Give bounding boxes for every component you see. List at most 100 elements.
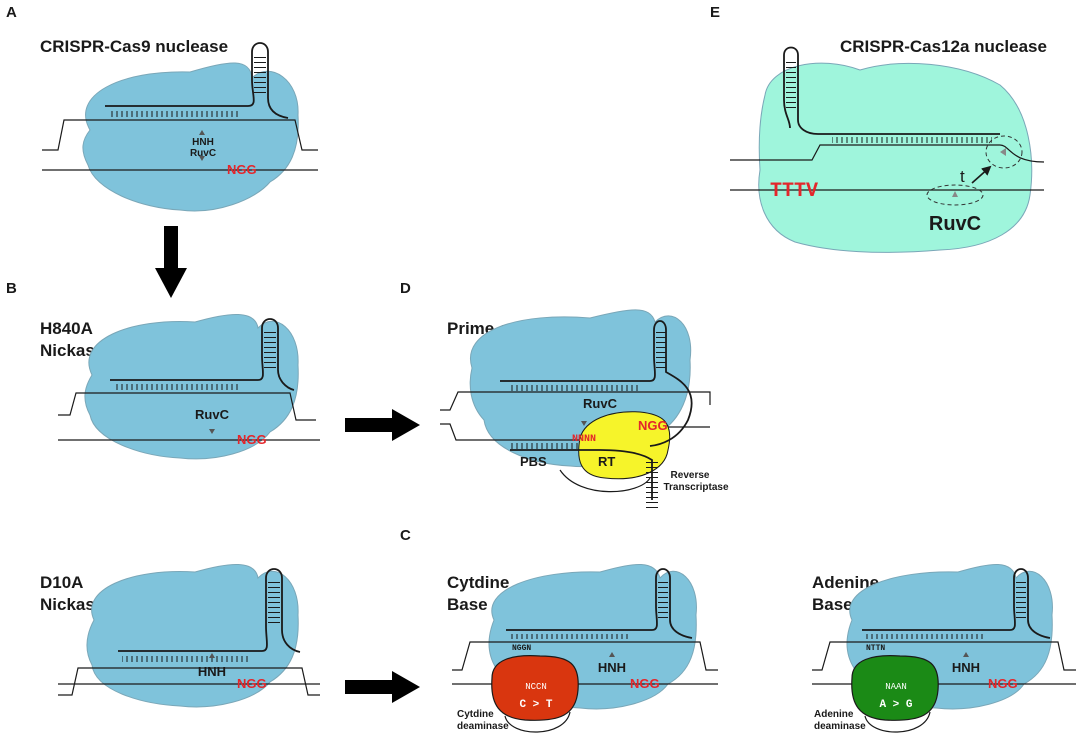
cas12a-guide-ticks [832,137,992,143]
panel-a: A CRISPR-Cas9 nuclease HNH RuvC NGG [6,4,318,212]
d10a-title-line1: D10A [40,573,83,592]
hnh-label: HNH [192,137,214,148]
cas12a-dna-top [730,144,1045,163]
ruvc-label: RuvC [190,148,216,159]
pbs-ticks [510,443,580,449]
panel-a-title: CRISPR-Cas9 nuclease [40,37,228,56]
d10a-pam-label: NGG [237,676,267,691]
dna-non-target-strand [42,119,318,151]
pam-label: NGG [227,162,257,177]
panel-b-d10a: D10A Nickase HNH NGG [40,563,320,708]
arrow-a-to-b [155,226,187,298]
cbe-pam-label: NGG [630,676,660,691]
d10a-sgrna [118,568,301,653]
panel-e-title: CRISPR-Cas12a nuclease [840,37,1047,56]
cbe-dna-top [452,641,718,671]
reverse-transcriptase [578,411,671,480]
h840a-cut-marker [209,429,215,434]
h840a-sgrna [110,318,295,391]
pe-pam-label: NGG [638,418,668,433]
cas9-protein-blob [82,62,299,212]
panel-b: B H840A Nickase RuvC NGG [6,280,320,460]
panel-letter-e: E [710,4,720,21]
abe-hnh-label: HNH [952,660,980,675]
panel-e: E CRISPR-Cas12a nuclease t RuvC TTTV [710,4,1047,253]
abe-sgrna [862,568,1051,639]
cas12a-protein-blob [758,62,1033,253]
pbs-label: PBS [520,454,547,469]
abe-enzyme-line1: Adenine [814,709,854,720]
panel-letter-a: A [6,4,17,21]
abe-hairpin [1016,580,1026,618]
cbe-title-line1: Cytdine [447,573,509,592]
panel-c-cbe: C Cytdine Base editor NGGN HNH NGG NCCN … [400,527,718,733]
h840a-title-line2: Nickase [40,341,104,360]
h840a-dna-top [58,392,316,421]
abe-title-line1: Adenine [812,573,879,592]
arrow-d10a-to-c [345,671,420,703]
arrow-b-to-d [345,409,420,441]
cbe-guide-ticks [508,634,628,639]
d10a-hnh-label: HNH [198,664,226,679]
crrna-hairpin [786,60,796,112]
d10a-title-line2: Nickase [40,595,104,614]
h840a-title-line1: H840A [40,319,93,338]
guide-base-pairing [110,111,240,117]
cbe-hnh-label: HNH [598,660,626,675]
pe-ruvc-label: RuvC [583,396,618,411]
pe-linker [559,469,651,493]
pegrna-3p-hairpin [646,462,658,510]
panel-letter-c: C [400,527,411,544]
abe-pam-label: NGG [988,676,1018,691]
pe-cut-marker [581,421,587,426]
hnh-cut-marker [199,130,205,135]
abe-window: NTTN [866,644,885,653]
cytidine-deaminase [491,655,579,721]
cbe-linker [504,711,571,733]
abe-cut-marker [963,652,969,657]
translocation-label: t [960,167,965,186]
cbe-enzyme-line2: deaminase [457,721,509,732]
ruvc-cut-marker [199,156,205,161]
panel-d: D Prime editor RuvC NNNN NGG PBS RT Reve… [400,280,729,510]
cas12a-pam-label: TTTV [770,180,818,203]
panel-letter-b: B [6,280,17,297]
panel-c-abe: Adenine Base editor NTTN HNH NGG NAAN A … [812,563,1076,733]
d10a-protein-blob [86,563,299,708]
abe-guide-ticks [864,634,984,639]
cbe-edit: C > T [519,699,552,711]
cbe-hairpin [658,580,668,618]
cbe-sgrna [506,568,693,639]
rt-label: RT [598,454,615,469]
h840a-hairpin [264,330,276,368]
h840a-ruvc-label: RuvC [195,407,230,422]
h840a-guide-ticks [116,384,240,390]
adenine-deaminase [851,655,939,721]
rt-long-label-line1: Reverse [671,470,710,481]
abe-linker [864,711,931,733]
pe-guide-ticks [508,385,638,391]
cbe-cut-marker [609,652,615,657]
crrna [783,46,1000,135]
pe-dna-top [440,391,711,411]
translocation-arrow [971,165,992,184]
cas12a-ruvc-label: RuvC [929,213,981,235]
pegrna-hairpin [656,332,666,370]
cbe-motif: NCCN [525,682,547,692]
abe-enzyme-line2: deaminase [814,721,866,732]
cas12a-top-cleavage-ellipse [985,135,1023,169]
cbe-window: NGGN [512,644,531,653]
pegrna-extension [510,449,653,500]
pe-nick-seq: NNNN [572,434,596,445]
sgrna-hairpin [254,54,266,94]
abe-motif: NAAN [885,682,907,692]
d10a-hairpin [268,580,280,624]
cas12a-bottom-cut-marker [952,191,958,197]
panel-letter-d: D [400,280,411,297]
sgrna [105,42,289,119]
ruvc-site-ellipse [926,184,984,206]
cas12a-top-cut-marker [1000,148,1006,156]
abe-dna-top [812,641,1076,671]
d10a-dna-top [58,667,320,696]
